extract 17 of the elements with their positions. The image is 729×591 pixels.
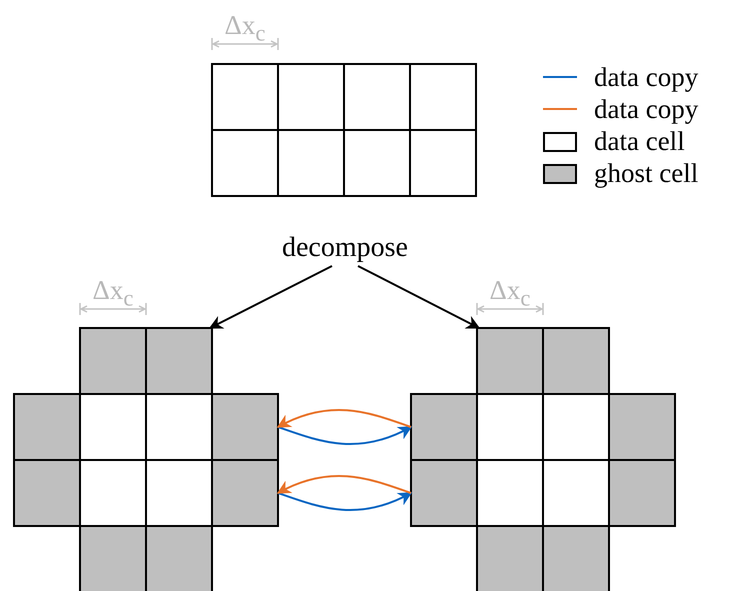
dimension-label: Δx$_{c}$ bbox=[224, 12, 266, 45]
arrow bbox=[276, 475, 412, 494]
arrow bbox=[278, 426, 412, 445]
arrow bbox=[208, 265, 332, 329]
dimension-label: Δx$_{c}$ bbox=[92, 277, 134, 310]
step-label: decompose bbox=[282, 234, 408, 262]
legend-label: data copy bbox=[594, 64, 698, 91]
cell-grid-drawing bbox=[211, 63, 477, 197]
dimension-label: Δx$_{c}$ bbox=[490, 277, 530, 310]
arrow bbox=[358, 265, 480, 329]
arrow bbox=[278, 492, 412, 511]
arrow bbox=[276, 409, 412, 428]
cell-grid-drawing bbox=[13, 327, 279, 591]
cell-grid-drawing bbox=[410, 327, 676, 591]
legend-label: data cell bbox=[594, 128, 685, 155]
legend-label: ghost cell bbox=[594, 160, 698, 187]
legend-label: data copy bbox=[594, 96, 698, 123]
